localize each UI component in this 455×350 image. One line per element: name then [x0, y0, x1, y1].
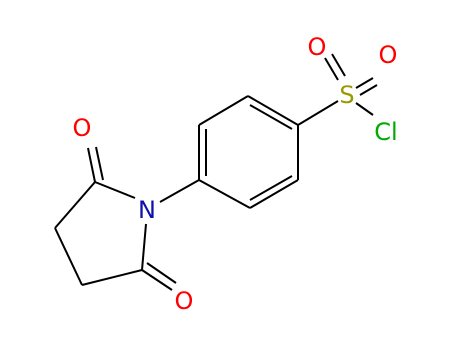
- bond-c-bottom-o-1: [141, 269, 173, 291]
- bond-sulfur-o-right-2: [359, 84, 378, 96]
- benzene-ring: [198, 95, 299, 209]
- bond-ring-a: [247, 95, 299, 126]
- bond-ch2-c-bottom: [81, 269, 143, 286]
- bond-ring-nitrogen: [159, 179, 200, 203]
- bond-ring-sulfur: [297, 100, 339, 126]
- bond-sulfur-chlorine: [355, 102, 374, 116]
- sulfonyl-chloride-group: [297, 53, 378, 126]
- oxygen-carbonyl-bottom-label: O: [175, 287, 194, 315]
- chlorine-label: Cl: [374, 118, 397, 146]
- bond-c-top-ch2: [54, 181, 96, 229]
- bond-ring-a-inner: [249, 104, 293, 130]
- oxygen-right-label: O: [379, 41, 398, 69]
- bond-sulfur-o-right-1: [355, 77, 374, 89]
- bond-ring-d: [198, 179, 251, 209]
- bond-sulfur-o-top-2: [331, 53, 346, 77]
- bond-ring-c: [249, 179, 299, 209]
- succinimide-ring: [54, 146, 177, 291]
- bond-nitrogen-c-top: [94, 181, 136, 199]
- oxygen-top-label: O: [308, 33, 327, 61]
- bond-c-top-o-2: [95, 146, 104, 181]
- bond-c-bottom-o-2: [146, 262, 177, 284]
- bond-sulfur-o-top-1: [324, 57, 339, 81]
- bond-ch2-ch2: [54, 227, 83, 286]
- nitrogen-label: N: [138, 196, 156, 224]
- bond-ring-f: [198, 95, 249, 126]
- bond-c-bottom-nitrogen: [141, 223, 147, 271]
- sulfur-label: S: [339, 81, 354, 109]
- bond-c-top-o-1: [87, 147, 96, 183]
- oxygen-carbonyl-top-label: O: [73, 114, 92, 142]
- bond-ring-c-inner: [249, 175, 293, 201]
